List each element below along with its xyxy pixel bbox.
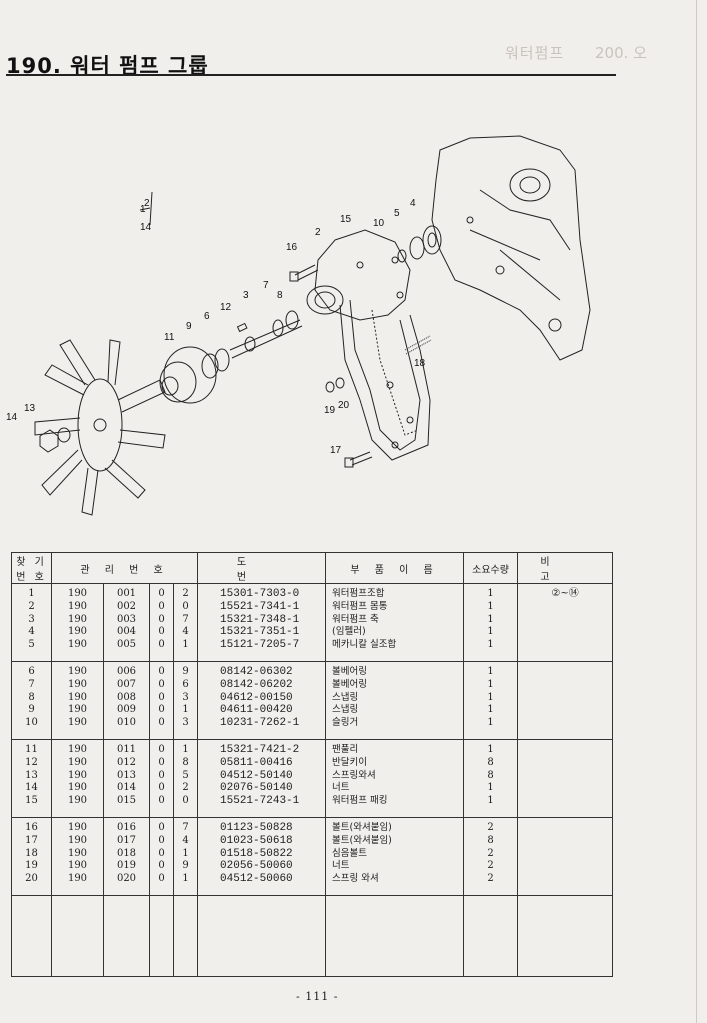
- callout-label: 7: [263, 280, 269, 291]
- header-remarks: 비 고: [517, 552, 614, 584]
- callout-label: 3: [243, 290, 249, 301]
- remarks-cell: [517, 661, 614, 740]
- cooling-fan-drawing: [34, 339, 166, 516]
- callout-label: 18: [414, 358, 426, 369]
- callout-label: 9: [186, 321, 192, 332]
- callout-label: 6: [204, 311, 210, 322]
- callout-label: 4: [410, 198, 416, 209]
- page-edge: [696, 0, 697, 1023]
- callout-label: 5: [394, 208, 400, 219]
- header-mgmt-no: 관 리 번 호: [50, 552, 199, 584]
- page-number: - 111 -: [296, 990, 339, 1003]
- callout-label: 16: [286, 242, 298, 253]
- callout-label: 12: [220, 302, 232, 313]
- bleed-through-text: 워터펌프: [505, 44, 565, 62]
- pump-shaft-drawing: [229, 319, 303, 359]
- callout-label: 14: [6, 412, 18, 423]
- water-pump-exploded-diagram: 1 2 14 2 15 10 5 4 16 7 8 3 12 6 9 11 13…: [6, 135, 591, 516]
- callout-label: 8: [277, 290, 283, 301]
- table-row-empty: [11, 895, 614, 977]
- header-part-name: 부 품 이 름: [325, 552, 465, 584]
- header-qty: 소요수량: [463, 552, 519, 584]
- callout-label: 1: [140, 204, 146, 215]
- bleed-through-text-2: 200. 오: [595, 44, 647, 62]
- remarks-cell: [517, 817, 614, 896]
- callout-label: 17: [330, 445, 342, 456]
- callout-label: 13: [24, 403, 36, 414]
- header-drawing-no: 도 번: [197, 552, 327, 584]
- callout-label: 15: [340, 214, 352, 225]
- title-rule: [6, 74, 616, 76]
- callout-label: 2: [315, 227, 321, 238]
- fan-pulley-drawing: [163, 346, 217, 404]
- pump-body-drawing: [314, 229, 411, 321]
- callout-label: 19: [324, 405, 336, 416]
- remarks-cell: [517, 739, 614, 818]
- callout-label: 20: [338, 400, 350, 411]
- callout-label: 11: [164, 332, 175, 343]
- fan-nut-drawing: [39, 429, 59, 453]
- callout-label: 10: [373, 218, 385, 229]
- engine-block-drawing: [431, 135, 591, 361]
- header-ref-no: 찾 기 번 호: [11, 552, 52, 584]
- callout-label: 14: [140, 222, 152, 233]
- remarks-cell: ②~⑭: [517, 583, 614, 662]
- callout-label: 2: [144, 198, 150, 209]
